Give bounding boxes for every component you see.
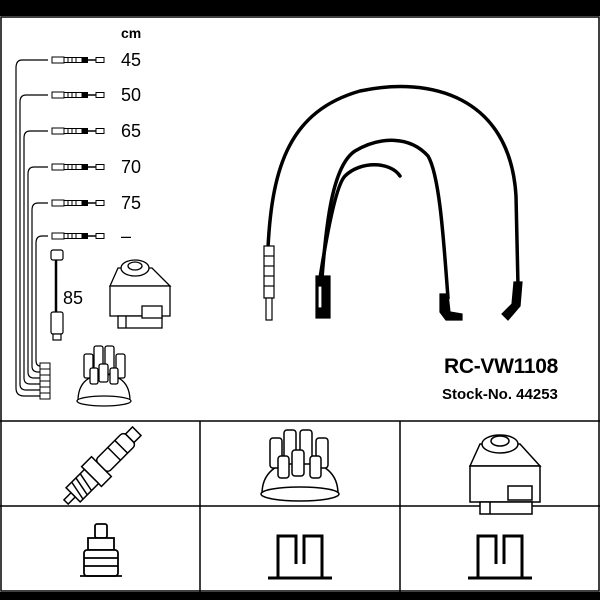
small-coil-drawing [108, 259, 172, 329]
cable-end-boots [51, 56, 105, 240]
coil-terminal-icon [468, 534, 532, 580]
straight-plug-connector-icon [80, 523, 122, 577]
cable-length-4: 70 [121, 157, 142, 177]
cable-length-6: – [121, 226, 132, 246]
cable-length-2: 50 [121, 85, 142, 105]
cable-set-schematic [15, 59, 48, 397]
cable-set-drawing [266, 84, 520, 300]
cable-length-3: 65 [121, 121, 142, 141]
stock-number: Stock-No. 44253 [442, 386, 558, 403]
drawing-canvas [0, 16, 600, 592]
part-number: RC-VW1108 [444, 355, 559, 378]
spark-plug-icon [62, 425, 143, 506]
coil-lead [50, 249, 64, 341]
coil-lead-length: 85 [63, 288, 84, 308]
small-distributor-cap-drawing [76, 345, 132, 407]
distributor-cap-icon [260, 429, 340, 502]
product-sheet: cm 45 50 65 70 75 – 85 RC-VW1108 Stock-N… [0, 16, 600, 592]
distributor-terminal-icon [268, 534, 332, 580]
cable-length-5: 75 [121, 193, 142, 213]
unit-label: cm [121, 25, 142, 41]
cable-length-1: 45 [121, 50, 142, 70]
cable-set-boots [263, 245, 523, 321]
ignition-coil-icon [468, 434, 542, 515]
distributor-end-stubs [39, 362, 51, 400]
